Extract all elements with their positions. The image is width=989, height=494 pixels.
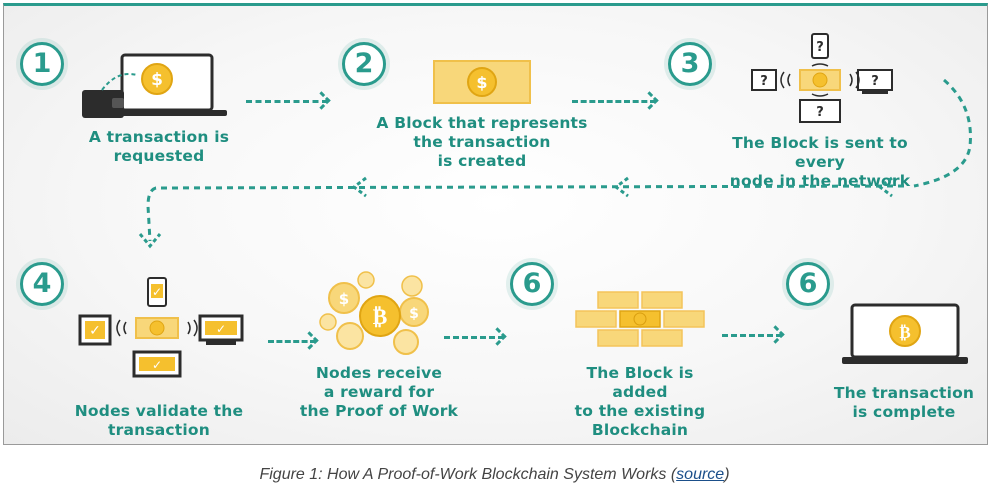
svg-text:?: ? [816,40,824,55]
svg-text:?: ? [816,105,824,120]
step-6-label: The transaction is complete [833,384,975,421]
step-reward-label: Nodes receive a reward for the Proof of … [299,364,459,420]
step-1-label: A transaction is requested [88,128,230,165]
arrow-4-reward [268,340,316,343]
step-3-badge: 3 [668,42,712,86]
validated-nodes-icon: ✓ ✓ ✓ ✓ [78,277,244,378]
figure-caption: Figure 1: How A Proof-of-Work Blockchain… [0,466,989,484]
diagram-frame: 1 $ A transaction is requested 2 $ A Blo… [3,3,988,445]
network-nodes-icon: ? ? ? ? [751,33,893,123]
step-3-label: The Block is sent to every node in the n… [729,134,911,190]
caption-source-link[interactable]: source [676,466,725,483]
caption-text: Figure 1: How A Proof-of-Work Blockchain… [259,466,677,483]
reward-coins-icon: $ $ ₿ [319,271,429,355]
arrow-5-6 [722,334,782,337]
caption-suffix: ) [724,466,730,483]
step-6-badge: 6 [786,262,830,306]
step-5-label: The Block is added to the existing Block… [574,364,706,439]
blockchain-bricks-icon [575,291,705,347]
svg-text:$: $ [151,70,163,90]
svg-text:?: ? [871,74,879,89]
svg-text:✓: ✓ [152,358,162,372]
svg-text:$: $ [409,306,419,322]
svg-text:✓: ✓ [89,323,101,339]
laptop-wallet-icon: $ [82,53,227,118]
arrow-reward-5 [444,336,504,339]
svg-text:✓: ✓ [152,285,162,299]
svg-text:₿: ₿ [373,305,388,330]
step-4-badge: 4 [20,262,64,306]
svg-text:✓: ✓ [216,322,226,336]
svg-text:₿: ₿ [899,323,910,343]
laptop-complete-icon: ₿ [842,303,968,364]
step-5-badge: 6 [510,262,554,306]
step-2-label: A Block that represents the transaction … [376,114,588,170]
block-banknote-icon: $ [433,60,531,104]
arrow-2-3 [572,100,656,103]
step-1-badge: 1 [20,42,64,86]
svg-text:$: $ [339,290,349,308]
step-2-badge: 2 [342,42,386,86]
arrow-1-2 [246,100,328,103]
step-4-label: Nodes validate the transaction [74,402,244,439]
svg-text:$: $ [476,73,487,92]
return-arrow-path [138,78,972,249]
svg-text:?: ? [760,74,768,89]
